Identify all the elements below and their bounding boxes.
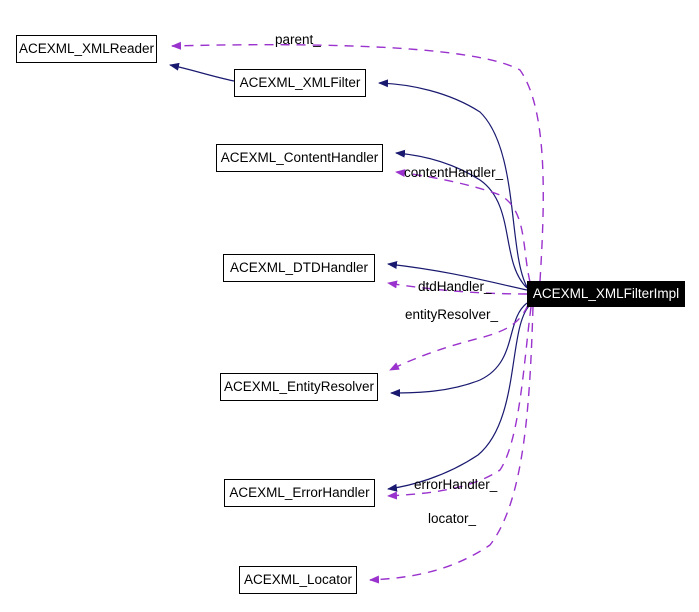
class-node-label: ACEXML_DTDHandler — [229, 260, 369, 276]
edge-dtdhandler-assoc — [387, 280, 528, 295]
class-node-acexml-xmlfilterimpl-current[interactable]: ACEXML_XMLFilterImpl — [527, 281, 685, 307]
edge-xmlfilter-to-xmlreader — [169, 62, 235, 82]
edge-label-parent: parent_ — [275, 32, 321, 47]
edge-xmlfilterimpl-to-errorhandler — [387, 305, 530, 492]
class-node-acexml-dtdhandler[interactable]: ACEXML_DTDHandler — [223, 254, 375, 282]
class-node-label: ACEXML_XMLFilter — [239, 75, 361, 91]
class-node-acexml-xmlfilter[interactable]: ACEXML_XMLFilter — [234, 69, 366, 97]
class-node-label: ACEXML_ContentHandler — [220, 150, 379, 166]
class-node-label: ACEXML_ErrorHandler — [229, 485, 370, 501]
edge-label-entityresolver: entityResolver_ — [405, 307, 499, 322]
edge-xmlfilterimpl-to-xmlfilter — [378, 79, 528, 288]
edge-errorhandler-assoc — [387, 306, 532, 500]
edge-label-dtdhandler: dtdHandler_ — [418, 279, 492, 294]
class-node-acexml-locator[interactable]: ACEXML_Locator — [239, 566, 357, 594]
association-edges — [171, 41, 544, 584]
edge-label-locator: locator_ — [428, 511, 477, 526]
class-node-acexml-contenthandler[interactable]: ACEXML_ContentHandler — [216, 144, 383, 172]
edge-label-contenthandler: contentHandler_ — [404, 165, 504, 180]
class-node-label: ACEXML_XMLReader — [18, 41, 155, 57]
edge-entityresolver-assoc — [389, 304, 529, 371]
class-node-label: ACEXML_EntityResolver — [223, 379, 375, 395]
edge-parent-assoc — [171, 41, 544, 282]
edge-xmlfilterimpl-to-contenthandler — [395, 149, 528, 289]
class-node-acexml-errorhandler[interactable]: ACEXML_ErrorHandler — [224, 479, 375, 507]
edge-label-errorhandler: errorHandler_ — [414, 477, 498, 492]
edge-locator-assoc — [369, 306, 534, 584]
edge-contenthandler-assoc — [395, 169, 531, 283]
class-node-label: ACEXML_Locator — [243, 572, 353, 588]
edge-xmlfilterimpl-to-dtdhandler — [387, 261, 528, 291]
class-node-acexml-xmlreader[interactable]: ACEXML_XMLReader — [16, 35, 157, 63]
class-node-label: ACEXML_XMLFilterImpl — [532, 286, 680, 302]
class-node-acexml-entityresolver[interactable]: ACEXML_EntityResolver — [220, 373, 378, 401]
